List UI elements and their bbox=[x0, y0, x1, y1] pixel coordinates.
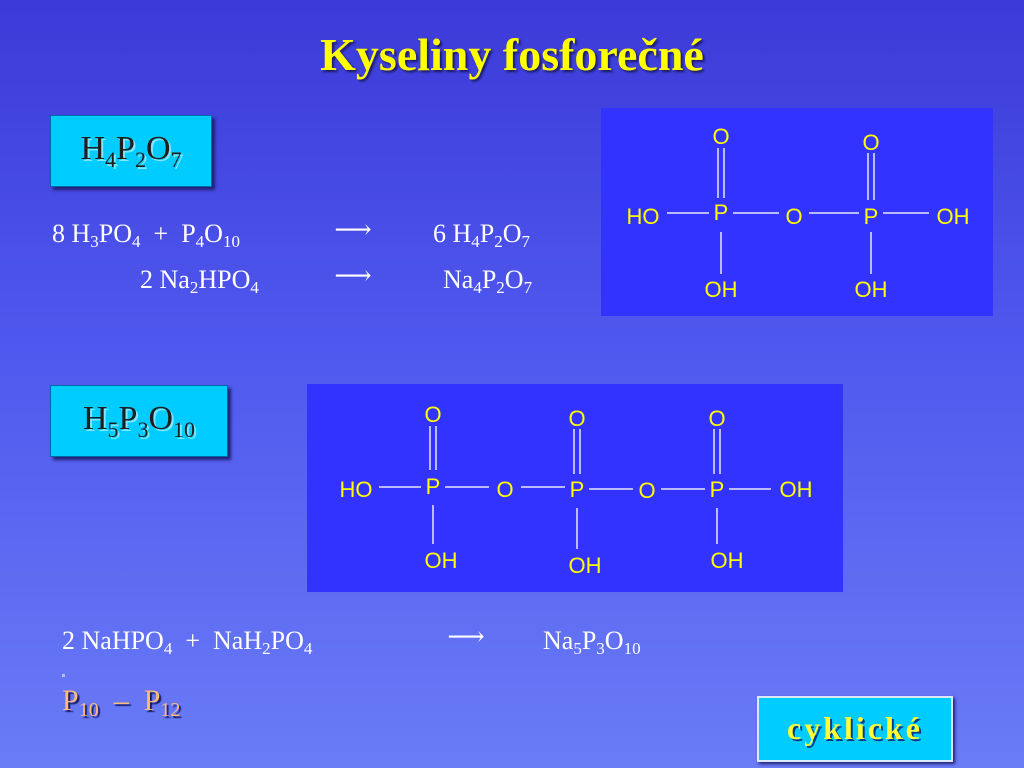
atom-oxygen: O bbox=[712, 124, 729, 149]
atom-oxygen: O bbox=[568, 406, 585, 431]
atom-phosphorus: P bbox=[714, 200, 729, 225]
reaction3-reactants: 2 NaHPO4 + NaH2PO4 bbox=[62, 626, 313, 658]
atom-oxygen: O bbox=[424, 402, 441, 427]
formula-tag-h4p2o7: H4P2O7 bbox=[50, 115, 212, 187]
atom-phosphorus: P bbox=[864, 204, 879, 229]
reaction2-reactants: 2 Na2HPO4 bbox=[140, 265, 259, 297]
atom-oxygen: O bbox=[708, 406, 725, 431]
atom-phosphorus: P bbox=[710, 477, 725, 502]
reaction1-reactants: 8 H3PO4 + P4O10 bbox=[52, 219, 240, 251]
group-hydroxyl: OH bbox=[937, 204, 970, 229]
atom-phosphorus: P bbox=[570, 477, 585, 502]
reaction1-product: 6 H4P2O7 bbox=[433, 219, 531, 251]
atom-oxygen-bridge: O bbox=[785, 204, 802, 229]
group-hydroxyl: OH bbox=[425, 548, 458, 573]
structure-triphosphoric-acid: O O O HO P O P O P OH OH OH OH bbox=[307, 384, 843, 592]
reaction3-arrow: ⟶ bbox=[447, 622, 485, 651]
group-hydroxyl: HO bbox=[627, 204, 660, 229]
cyclic-button[interactable]: cyklické bbox=[757, 696, 953, 762]
group-hydroxyl: OH bbox=[780, 477, 813, 502]
structure-diphosphoric-acid: O O HO P O P OH OH OH bbox=[601, 108, 993, 316]
formula-tag-h5p3o10: H5P3O10 bbox=[50, 385, 228, 457]
reaction3-product: Na5P3O10 bbox=[543, 626, 641, 658]
atom-oxygen-bridge: O bbox=[496, 477, 513, 502]
atom-phosphorus: P bbox=[426, 474, 441, 499]
group-hydroxyl: OH bbox=[711, 548, 744, 573]
reaction2-product: Na4P2O7 bbox=[443, 265, 533, 297]
bullet-dot bbox=[62, 674, 65, 677]
group-hydroxyl: OH bbox=[855, 277, 888, 302]
reaction2-arrow: ⟶ bbox=[334, 261, 372, 290]
polyphosphoric-range: P10 – P12 bbox=[62, 684, 181, 721]
atom-oxygen-bridge: O bbox=[638, 478, 655, 503]
group-hydroxyl: OH bbox=[705, 277, 738, 302]
group-hydroxyl: HO bbox=[340, 477, 373, 502]
group-hydroxyl: OH bbox=[569, 553, 602, 578]
reaction1-arrow: ⟶ bbox=[334, 215, 372, 244]
page-title: Kyseliny fosforečné bbox=[320, 29, 704, 80]
atom-oxygen: O bbox=[862, 130, 879, 155]
